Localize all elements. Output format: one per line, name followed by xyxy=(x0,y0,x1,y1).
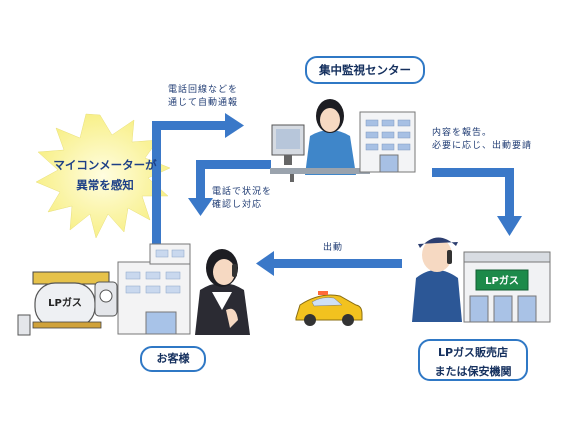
dispatch-label: 出動 xyxy=(323,243,344,253)
flow-to-center-text: 電話回線などを 通じて自動通報 xyxy=(168,84,238,110)
customer-building-illustration xyxy=(117,243,191,335)
customer-label: お客様 xyxy=(140,346,206,372)
dealer-person-illustration xyxy=(412,237,462,322)
dealer-label-line-1: LPガス販売店 xyxy=(437,346,509,359)
flow-to-customer-line-2: 確認し対応 xyxy=(212,200,263,210)
flow-to-customer-text: 電話で状況を 確認し対応 xyxy=(212,186,272,212)
dealer-shop-illustration xyxy=(463,251,551,323)
arrow-dispatch xyxy=(256,251,402,276)
shop-sign: LPガス xyxy=(485,274,519,287)
alert-burst xyxy=(35,113,171,239)
flow-to-dealer-line-1: 内容を報告。 xyxy=(432,128,493,138)
flow-to-dealer-text: 内容を報告。 必要に応じ、出動要請 xyxy=(432,127,532,153)
flow-to-center-line-2: 通じて自動通報 xyxy=(168,98,239,108)
arrow-to-dealer xyxy=(432,168,522,236)
center-building-illustration xyxy=(359,111,416,173)
tank-label: LPガス xyxy=(48,296,82,309)
flow-to-center-line-1: 電話回線などを xyxy=(168,85,239,95)
flow-to-dealer-line-2: 必要に応じ、出動要請 xyxy=(432,141,533,151)
monitoring-center-label: 集中監視センター xyxy=(305,56,425,84)
center-operator-illustration xyxy=(270,99,370,182)
dispatch-text: 出動 xyxy=(323,242,343,255)
flow-to-customer-line-1: 電話で状況を xyxy=(212,187,273,197)
customer-person-illustration xyxy=(195,249,250,335)
arrow-to-customer xyxy=(188,160,271,216)
alert-line-1: マイコンメーターが xyxy=(53,158,157,172)
arrow-to-center xyxy=(152,113,244,251)
alert-line-2: 異常を感知 xyxy=(76,178,134,192)
monitoring-center-label-text: 集中監視センター xyxy=(319,63,411,77)
lp-gas-tank-illustration xyxy=(17,271,118,336)
dealer-label: LPガス販売店 または保安機関 xyxy=(418,339,528,381)
alert-text: マイコンメーターが 異常を感知 xyxy=(40,155,170,195)
customer-label-text: お客様 xyxy=(156,352,190,365)
dispatch-car-illustration xyxy=(295,291,363,326)
dealer-label-line-2: または保安機関 xyxy=(434,365,512,378)
